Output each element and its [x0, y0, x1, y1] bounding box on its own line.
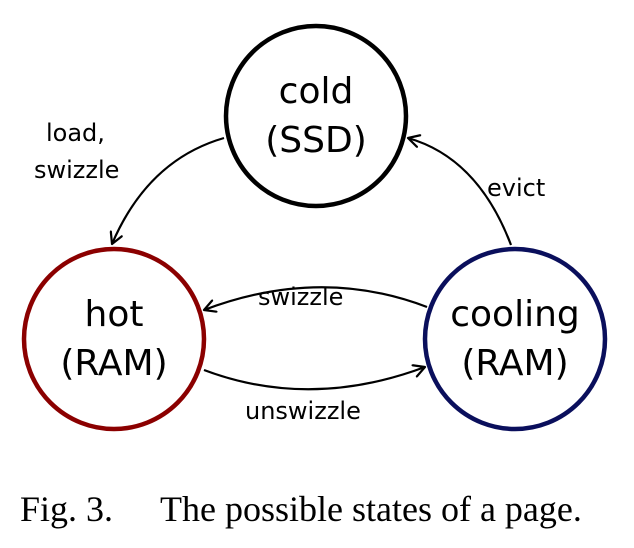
edge-label-unswizzle: unswizzle	[245, 397, 361, 425]
figure-caption-label: Fig. 3.	[20, 489, 113, 529]
edge-label-swizzle: swizzle	[258, 283, 343, 311]
state-cold: cold (SSD)	[223, 23, 409, 209]
state-hot-storage: (RAM)	[60, 343, 167, 384]
edge-unswizzle	[203, 367, 425, 391]
edge-load-swizzle	[112, 136, 225, 244]
edge-label-load-swizzle: swizzle	[34, 156, 119, 184]
state-cold-circle	[223, 23, 409, 209]
edge-label-load: load,	[46, 119, 105, 147]
state-cooling-storage: (RAM)	[461, 343, 568, 384]
state-cold-name: cold	[279, 71, 354, 112]
edge-evict	[408, 138, 513, 246]
state-cold-storage: (SSD)	[265, 120, 367, 161]
figure-caption-text: The possible states of a page.	[160, 489, 582, 529]
state-cooling-name: cooling	[450, 294, 580, 335]
state-hot-circle	[21, 246, 207, 432]
state-cooling: cooling (RAM)	[422, 246, 608, 432]
state-hot: hot (RAM)	[21, 246, 207, 432]
edge-label-evict: evict	[487, 174, 545, 202]
state-hot-name: hot	[85, 294, 144, 335]
state-cooling-circle	[422, 246, 608, 432]
edge-swizzle	[204, 286, 428, 310]
